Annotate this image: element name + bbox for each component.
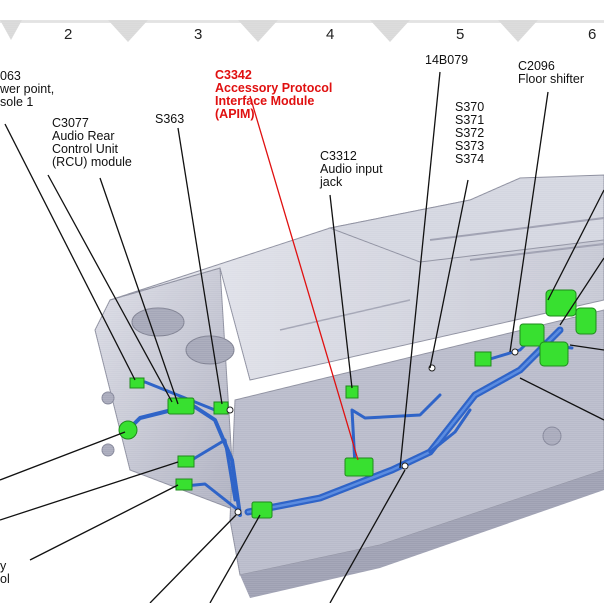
column-number: 2 [64, 26, 73, 43]
connector-right-3 [539, 341, 569, 367]
label-c3312: C3312 Audio input jack [320, 149, 383, 189]
connector-c3342 [344, 457, 374, 477]
connector-right-1 [545, 289, 577, 317]
column-number: 3 [194, 26, 203, 43]
connector-s363 [213, 401, 229, 415]
label-bottom-left: y ol [0, 559, 10, 586]
label-14b079: 14B079 [425, 53, 469, 67]
connectors [118, 289, 597, 519]
label-power-point: 063 wer point, sole 1 [0, 69, 55, 109]
connector-power-point [129, 377, 145, 389]
leader-lines [0, 71, 604, 603]
connector-lower-2 [175, 478, 193, 491]
column-number: 4 [326, 26, 335, 43]
connector-c3077 [167, 397, 195, 415]
connector-rear [118, 420, 138, 440]
label-c2096: C2096 Floor shifter [518, 59, 584, 86]
column-number: 5 [456, 26, 465, 43]
connector-right-2 [575, 307, 597, 335]
splice-markers [226, 348, 519, 516]
connector-splice [474, 351, 492, 367]
column-number: 6 [588, 26, 597, 43]
label-s363: S363 [155, 112, 185, 126]
label-c3342-apim: C3342 Accessory Protocol Interface Modul… [215, 68, 333, 121]
connector-lower-1 [177, 455, 195, 468]
label-splices: S370 S371 S372 S373 S374 [455, 100, 485, 166]
connector-lower-3 [251, 501, 273, 519]
label-c3077-rcu: C3077 Audio Rear Control Unit (RCU) modu… [52, 116, 132, 169]
connector-c2096 [519, 323, 545, 347]
